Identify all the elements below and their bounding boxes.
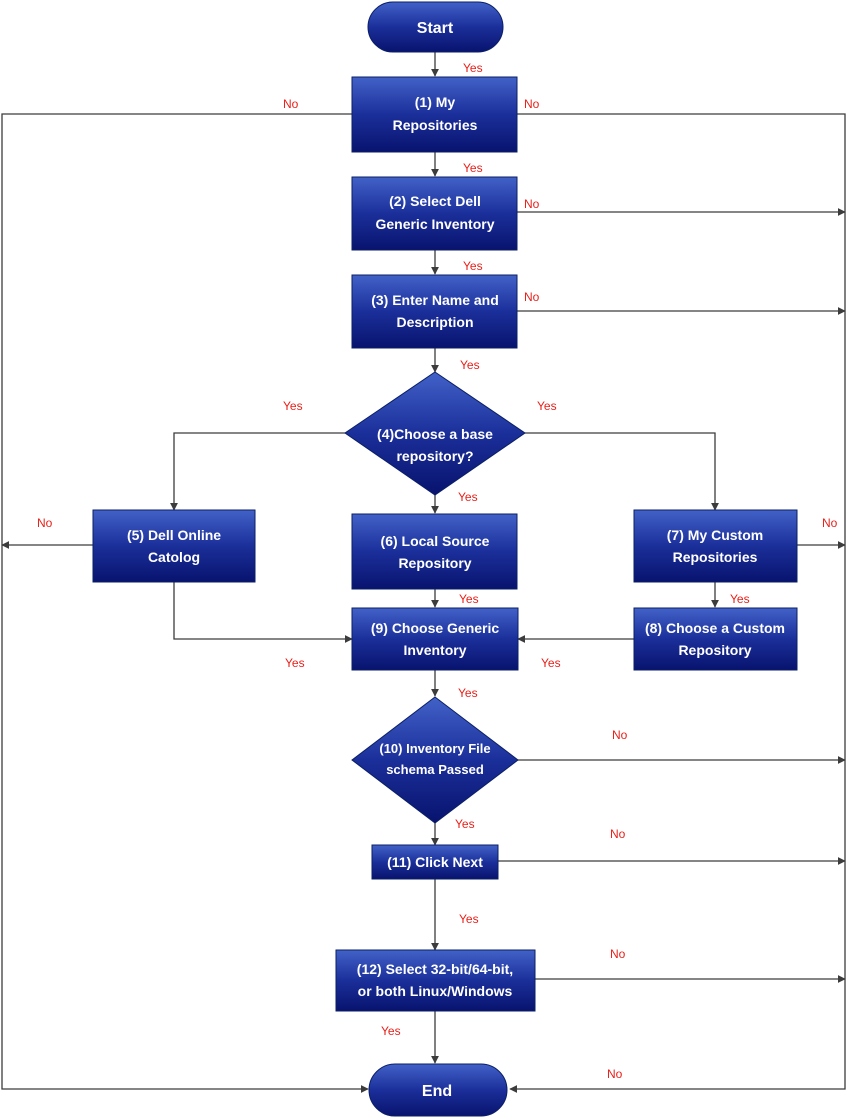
- edge-label-n3-n4: Yes: [460, 358, 480, 372]
- edge-label-n5-n9: Yes: [285, 656, 305, 670]
- edge-label-n1-left: No: [283, 97, 299, 111]
- node-9[interactable]: (9) Choose Generic Inventory: [351, 607, 519, 671]
- edge-label-n2-right: No: [524, 197, 540, 211]
- node-6-label-line2: Repository: [398, 555, 471, 571]
- edge-label-n4-n6: Yes: [458, 490, 478, 504]
- node-4-label-line2: repository?: [396, 448, 473, 464]
- node-12-label-line1: (12) Select 32-bit/64-bit,: [357, 961, 513, 977]
- node-2-label-line2: Generic Inventory: [375, 216, 494, 232]
- node-11-label: (11) Click Next: [387, 854, 483, 870]
- node-5-label-line1: (5) Dell Online: [127, 527, 221, 543]
- node-12[interactable]: (12) Select 32-bit/64-bit, or both Linux…: [335, 949, 536, 1012]
- edge-labels: Yes Yes No No Yes No Yes No Yes Yes Yes …: [37, 61, 838, 1081]
- edge-label-n4-n7: Yes: [537, 399, 557, 413]
- node-1-label-line2: Repositories: [393, 117, 478, 133]
- node-1[interactable]: (1) My Repositories: [351, 76, 518, 153]
- node-7-label-line2: Repositories: [673, 549, 758, 565]
- node-10-label-line1: (10) Inventory File: [379, 741, 490, 756]
- node-8[interactable]: (8) Choose a Custom Repository: [633, 607, 798, 671]
- node-7-label-line1: (7) My Custom: [667, 527, 763, 543]
- node-2[interactable]: (2) Select Dell Generic Inventory: [351, 176, 518, 251]
- node-4-decision[interactable]: (4)Choose a base repository?: [344, 371, 526, 496]
- node-end[interactable]: End: [368, 1063, 508, 1117]
- edge-label-n9-n10: Yes: [458, 686, 478, 700]
- edge-n4-n5: [170, 432, 345, 511]
- node-10-decision[interactable]: (10) Inventory File schema Passed: [351, 696, 519, 824]
- edge-label-right-end: No: [607, 1067, 623, 1081]
- node-11[interactable]: (11) Click Next: [371, 844, 499, 880]
- edge-right-rail: [509, 113, 846, 1093]
- node-9-label-line1: (9) Choose Generic: [371, 620, 500, 636]
- edge-label-start-n1: Yes: [463, 61, 483, 75]
- node-1-label-line1: (1) My: [415, 94, 456, 110]
- edge-label-n6-n9: Yes: [459, 592, 479, 606]
- node-7[interactable]: (7) My Custom Repositories: [633, 509, 798, 583]
- edge-label-n11-n12: Yes: [459, 912, 479, 926]
- edge-label-n11-right: No: [610, 827, 626, 841]
- edge-label-n2-n3: Yes: [463, 259, 483, 273]
- edge-label-n1-right: No: [524, 97, 540, 111]
- node-3[interactable]: (3) Enter Name and Description: [351, 274, 518, 349]
- edge-left-rail: [1, 113, 369, 1093]
- node-2-label-line1: (2) Select Dell: [389, 193, 481, 209]
- nodes: Start (1) My Repositories (2) Select Del…: [92, 1, 798, 1117]
- node-6-label-line1: (6) Local Source: [381, 533, 490, 549]
- node-12-label-line2: or both Linux/Windows: [358, 983, 513, 999]
- node-end-label: End: [422, 1083, 452, 1100]
- node-8-label-line1: (8) Choose a Custom: [645, 620, 785, 636]
- node-start[interactable]: Start: [367, 1, 504, 53]
- edge-label-n8-n9: Yes: [541, 656, 561, 670]
- node-6[interactable]: (6) Local Source Repository: [351, 513, 518, 590]
- node-10-label-line2: schema Passed: [386, 762, 484, 777]
- node-9-label-line2: Inventory: [403, 642, 466, 658]
- edge-n5-n9: [173, 582, 353, 643]
- node-5[interactable]: (5) Dell Online Catolog: [92, 509, 256, 583]
- edge-n4-n7: [525, 432, 719, 511]
- node-3-label-line1: (3) Enter Name and: [371, 292, 499, 308]
- node-5-label-line2: Catolog: [148, 549, 200, 565]
- edge-label-n12-right: No: [610, 947, 626, 961]
- edge-label-n12-end: Yes: [381, 1024, 401, 1038]
- edge-label-n10-right: No: [612, 728, 628, 742]
- edge-label-n7-right: No: [822, 516, 838, 530]
- edge-label-n4-n5: Yes: [283, 399, 303, 413]
- node-3-label-line2: Description: [396, 314, 473, 330]
- edge-label-n1-n2: Yes: [463, 161, 483, 175]
- edge-label-n5-left: No: [37, 516, 53, 530]
- edge-label-n7-n8: Yes: [730, 592, 750, 606]
- node-4-label-line1: (4)Choose a base: [377, 426, 493, 442]
- edge-label-n10-n11: Yes: [455, 817, 475, 831]
- edge-label-n3-right: No: [524, 290, 540, 304]
- edges: [1, 52, 846, 1093]
- node-start-label: Start: [417, 20, 454, 37]
- node-8-label-line2: Repository: [678, 642, 751, 658]
